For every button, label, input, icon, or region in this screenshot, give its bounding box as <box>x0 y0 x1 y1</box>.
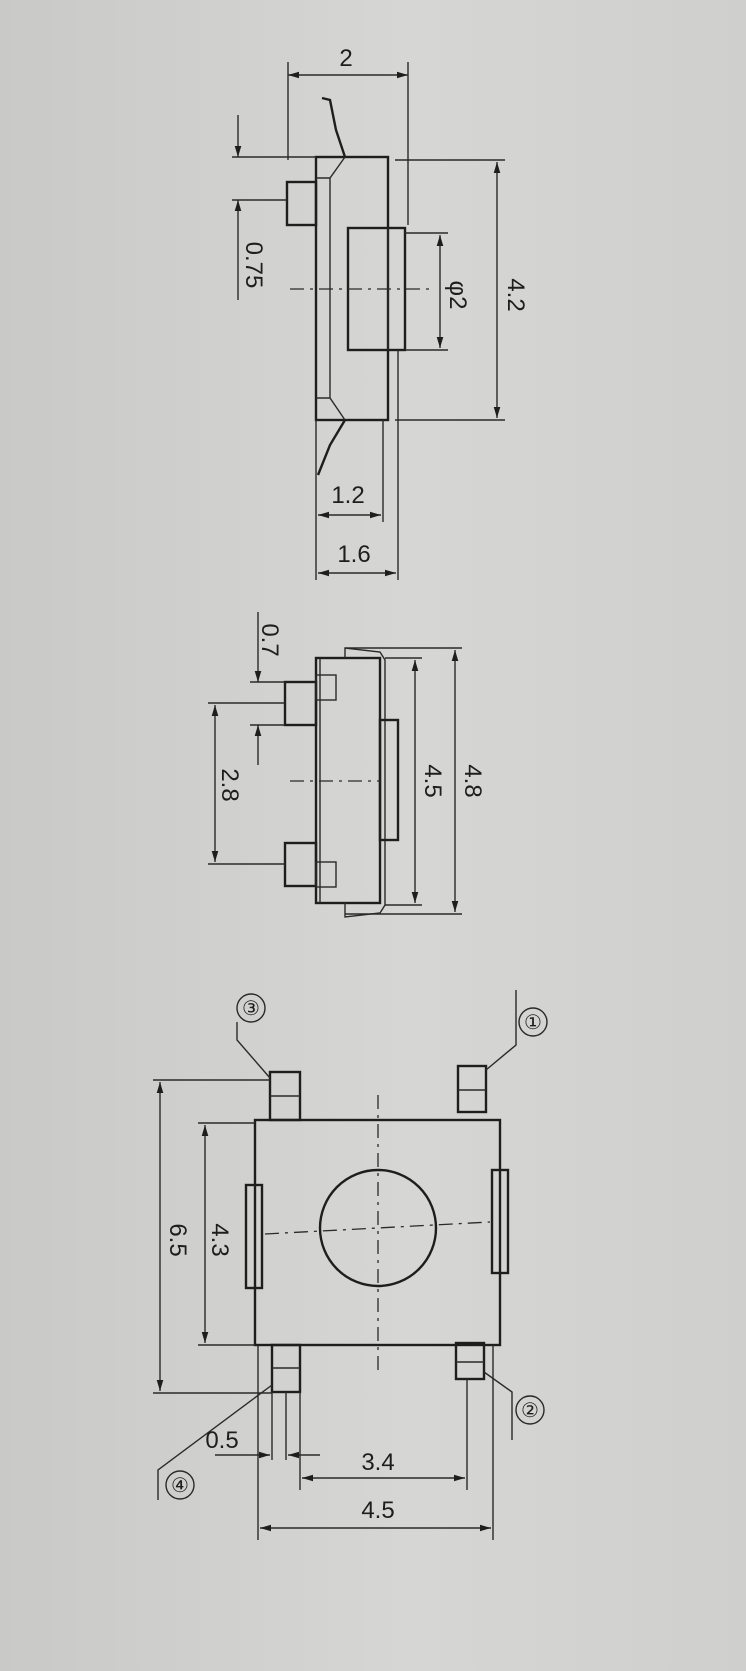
dim-lead-span: 6.5 <box>164 1223 191 1256</box>
side-pad <box>285 180 318 227</box>
side-tab-left <box>244 1183 264 1290</box>
front-pad-top <box>283 680 318 727</box>
dim-pad-width: 0.7 <box>256 623 283 656</box>
dim-pad-pitch: 2.8 <box>216 768 243 801</box>
pin-1-label: ① <box>524 1010 542 1034</box>
dim-pad-width-bottom: 0.5 <box>205 1427 238 1454</box>
front-pad-bottom <box>283 841 318 888</box>
dim-width: 2 <box>339 45 352 72</box>
pad-2 <box>454 1341 486 1381</box>
dim-inner-length: 4.5 <box>419 764 446 797</box>
top-lead <box>321 96 347 158</box>
front-view: 4.8 4.5 2.8 0.7 <box>208 612 486 918</box>
dim-body-width: 4.5 <box>361 1497 394 1524</box>
front-frame <box>319 647 386 918</box>
dim-button-dia: φ2 <box>444 281 471 310</box>
bottom-lead <box>316 419 347 476</box>
side-body-inner <box>316 156 346 421</box>
pin-4-label: ④ <box>171 1473 189 1497</box>
dim-outer-length: 4.8 <box>459 764 486 797</box>
dim-pad-pitch-bottom: 3.4 <box>361 1449 394 1476</box>
bottom-view: ③ ① ② ④ 6.5 4.3 0.5 3.4 4.5 <box>153 990 548 1540</box>
dim-length: 4.2 <box>502 278 529 311</box>
button-circle <box>318 1168 438 1288</box>
pad-1 <box>456 1064 488 1114</box>
pin-3-label: ③ <box>242 996 260 1020</box>
dim-lead-offset: 0.75 <box>240 242 267 289</box>
dim-button-height: 1.2 <box>331 482 364 509</box>
dim-total-height: 1.6 <box>337 541 370 568</box>
pin-2-label: ② <box>521 1398 539 1422</box>
side-view: 2 4.2 φ2 0.75 1.2 1.6 <box>232 45 529 580</box>
side-tab-right <box>490 1168 510 1275</box>
bottom-body <box>253 1118 502 1347</box>
dim-body-length: 4.3 <box>206 1223 233 1256</box>
front-button <box>378 718 400 842</box>
